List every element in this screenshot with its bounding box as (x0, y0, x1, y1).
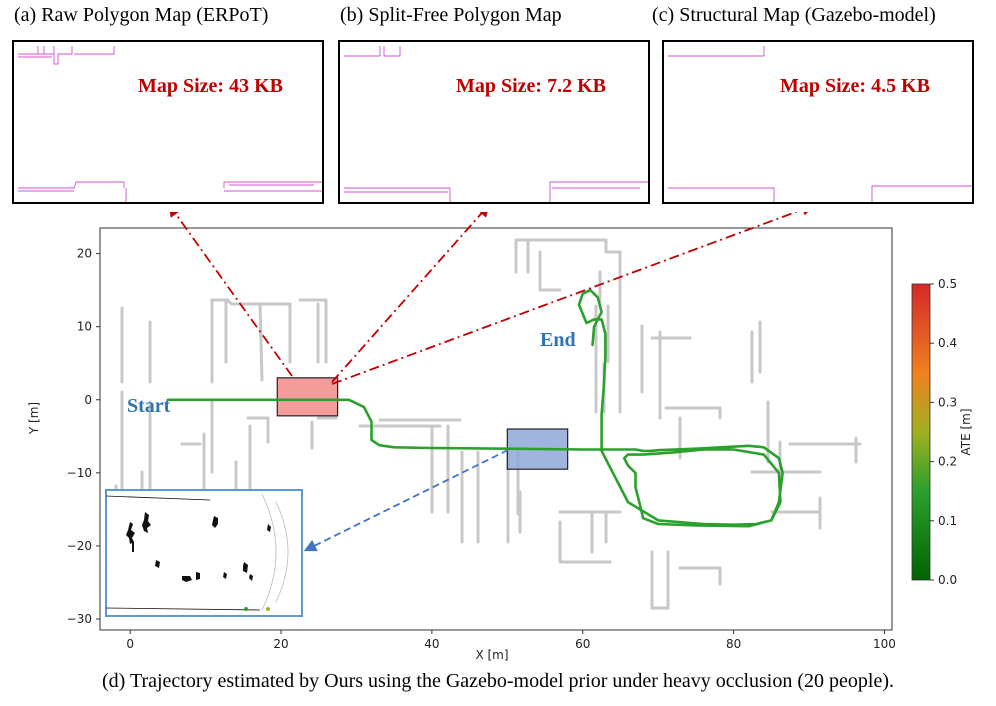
panel-c-title: (c) Structural Map (Gazebo-model) (652, 4, 936, 26)
blue-arrow (303, 449, 509, 552)
panel-b-title: (b) Split-Free Polygon Map (340, 4, 562, 26)
colorbar-ticks: 0.0 0.1 0.2 0.3 0.4 0.5 (930, 277, 957, 587)
panel-a-polygons (18, 46, 322, 202)
x-axis-ticks: 0 20 40 60 80 100 (126, 630, 896, 651)
panel-a-map-size: Map Size: 43 KB (138, 75, 283, 97)
colorbar-tick-label: 0.2 (938, 455, 957, 469)
region-red-box (276, 377, 339, 417)
end-label: End (540, 329, 576, 351)
y-tick-label: −20 (67, 539, 92, 553)
figure-caption: (d) Trajectory estimated by Ours using t… (101, 670, 894, 692)
axes-frame (99, 227, 893, 631)
x-tick-label: 80 (726, 637, 741, 651)
x-tick-label: 40 (424, 637, 439, 651)
colorbar-tick-label: 0.0 (938, 573, 957, 587)
trajectory-series (166, 288, 784, 528)
red-arrow-b (331, 212, 490, 383)
x-tick-label: 20 (273, 637, 288, 651)
panel-b-map-size: Map Size: 7.2 KB (456, 75, 606, 97)
colorbar-label: ATE [m] (959, 408, 973, 455)
y-tick-label: 10 (77, 320, 92, 334)
colorbar-tick-label: 0.3 (938, 395, 957, 409)
panel-a-title: (a) Raw Polygon Map (ERPoT) (14, 4, 269, 26)
panel-c-map: Map Size: 4.5 KB (662, 40, 974, 204)
panel-b-map: Map Size: 7.2 KB (338, 40, 650, 204)
x-axis-label: X [m] (475, 648, 508, 662)
panel-a-map: Map Size: 43 KB (12, 40, 324, 204)
red-arrow-a (168, 212, 293, 377)
red-arrow-c (331, 212, 815, 385)
colorbar (911, 283, 931, 581)
panel-c-polygons (668, 46, 972, 202)
colorbar-tick-label: 0.5 (938, 277, 957, 291)
y-tick-label: 20 (77, 247, 92, 261)
colorbar-tick-label: 0.1 (938, 514, 957, 528)
y-tick-label: −30 (67, 612, 92, 626)
y-tick-label: 0 (84, 393, 92, 407)
x-tick-label: 0 (126, 637, 134, 651)
colorbar-tick-label: 0.4 (938, 336, 957, 350)
panel-b-polygons (344, 46, 648, 202)
y-tick-label: −10 (67, 466, 92, 480)
inset-point-cloud (105, 489, 303, 617)
y-axis-ticks: 20 10 0 −10 −20 −30 (67, 247, 100, 626)
panel-c-map-size: Map Size: 4.5 KB (780, 75, 930, 97)
y-axis-label: Y [m] (27, 402, 41, 435)
start-label: Start (127, 395, 171, 417)
x-tick-label: 60 (575, 637, 590, 651)
x-tick-label: 100 (873, 637, 896, 651)
